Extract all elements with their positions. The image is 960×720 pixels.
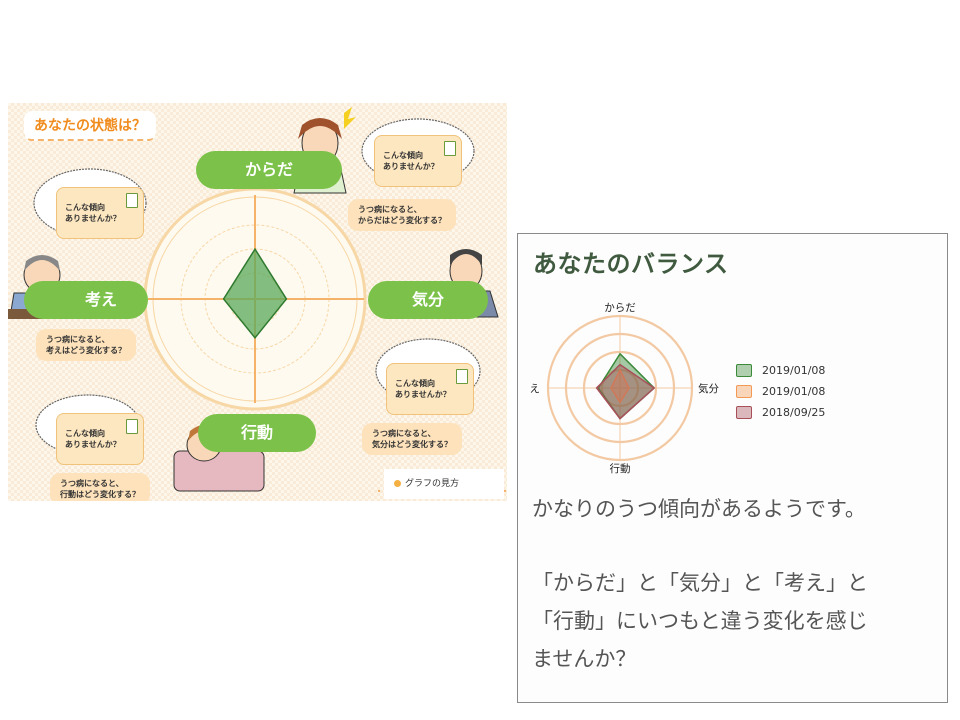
axis-label-action[interactable]: 行動 bbox=[198, 414, 316, 452]
radar-axis-label: からだ bbox=[604, 302, 636, 314]
tendency-button-label: こんな傾向 ありませんか？ bbox=[65, 203, 121, 223]
overview-radar-shape bbox=[222, 247, 288, 339]
tendency-button-mood[interactable]: こんな傾向 ありませんか？ bbox=[386, 363, 474, 415]
legend-swatch bbox=[736, 406, 752, 419]
tendency-button-action[interactable]: こんな傾向 ありませんか？ bbox=[56, 413, 144, 465]
legend-swatch bbox=[736, 385, 752, 398]
legend-item[interactable]: 2019/01/08 bbox=[736, 360, 825, 381]
result-message: かなりのうつ傾向があるようです。 bbox=[532, 497, 866, 521]
note-mood[interactable]: うつ病になると、 気分はどう変化する？ bbox=[362, 423, 462, 455]
note-body[interactable]: うつ病になると、 からだはどう変化する？ bbox=[348, 199, 456, 231]
graph-guide-label: グラフの見方 bbox=[405, 479, 460, 489]
chart-legend: 2019/01/08 2019/01/08 2018/09/25 bbox=[736, 360, 825, 423]
legend-item[interactable]: 2018/09/25 bbox=[736, 402, 825, 423]
axis-label-mood[interactable]: 気分 bbox=[368, 281, 488, 319]
tendency-button-label: こんな傾向 ありませんか？ bbox=[395, 379, 451, 399]
note-thought[interactable]: うつ病になると、 考えはどう変化する？ bbox=[36, 329, 136, 361]
axis-label-thought[interactable]: 考え bbox=[24, 281, 148, 319]
tendency-button-label: こんな傾向 ありませんか？ bbox=[65, 429, 121, 449]
bullet-icon bbox=[394, 480, 401, 487]
legend-item[interactable]: 2019/01/08 bbox=[736, 381, 825, 402]
radar-series-3 bbox=[595, 363, 656, 420]
axis-label-body[interactable]: からだ bbox=[196, 151, 342, 189]
document-icon bbox=[443, 141, 456, 156]
advice-line-3: ませんか？ bbox=[532, 647, 637, 671]
radar-axis-label: 考え bbox=[530, 383, 540, 395]
advice-line-1: 「からだ」と「気分」と「考え」と bbox=[532, 571, 868, 595]
note-action[interactable]: うつ病になると、 行動はどう変化する？ bbox=[50, 473, 150, 501]
card-title: あなたのバランス bbox=[533, 250, 729, 278]
legend-label: 2019/01/08 bbox=[762, 385, 826, 398]
document-icon bbox=[455, 369, 468, 384]
radar-axis-label: 気分 bbox=[698, 382, 719, 395]
tendency-button-body[interactable]: こんな傾向 ありませんか？ bbox=[374, 135, 462, 187]
tendency-button-thought[interactable]: こんな傾向 ありませんか？ bbox=[56, 187, 144, 239]
legend-swatch bbox=[736, 364, 752, 377]
tendency-button-label: こんな傾向 ありませんか？ bbox=[383, 151, 439, 171]
legend-label: 2018/09/25 bbox=[762, 406, 826, 419]
overview-title: あなたの状態は？ bbox=[24, 111, 156, 141]
graph-guide-link[interactable]: グラフの見方 bbox=[384, 469, 504, 499]
radar-series-2 bbox=[610, 368, 630, 404]
overview-illustration: あなたの状態は？ からだ 気分 行動 考え こんな傾向 ありませんか？ こんな傾… bbox=[8, 103, 507, 501]
advice-line-2: 「行動」にいつもと違う変化を感じ bbox=[532, 609, 868, 633]
radar-axis-label: 行動 bbox=[610, 462, 631, 475]
legend-label: 2019/01/08 bbox=[762, 364, 826, 377]
document-icon bbox=[125, 419, 138, 434]
document-icon bbox=[125, 193, 138, 208]
